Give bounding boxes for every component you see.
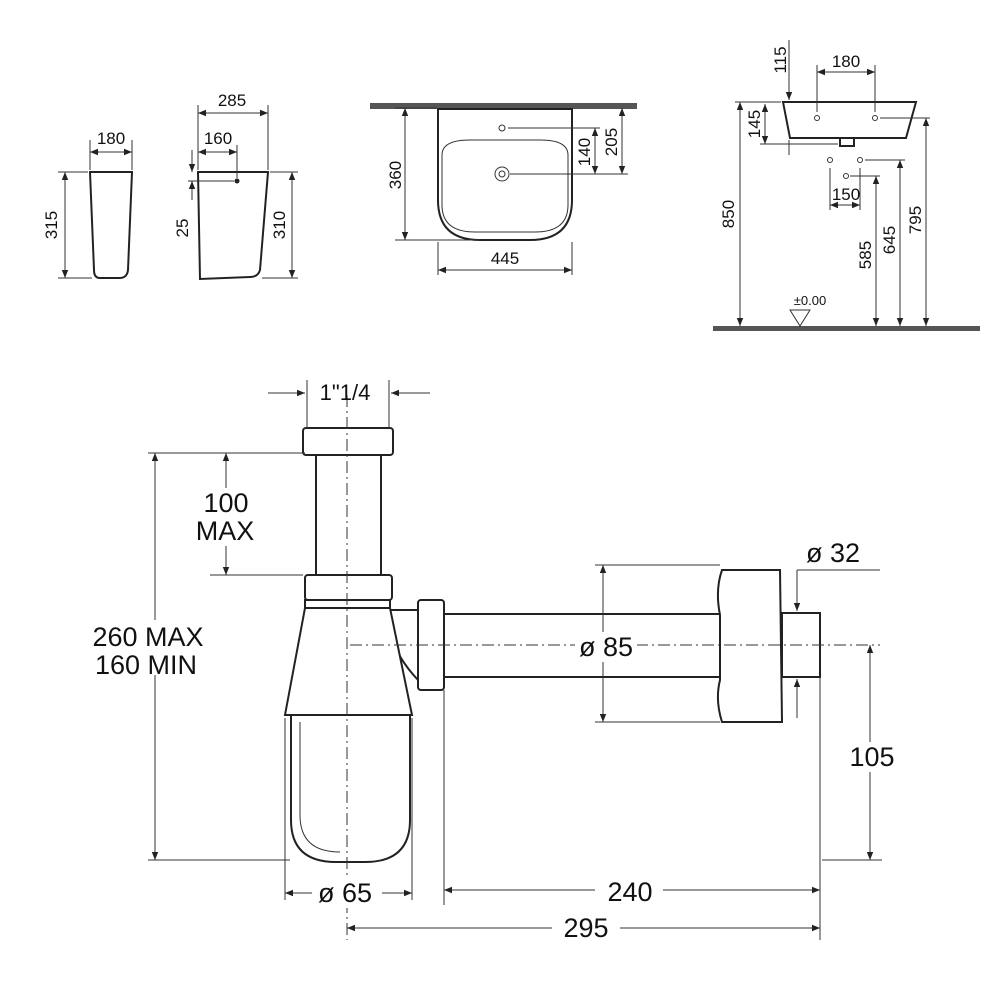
floor-level-label: ±0.00	[794, 293, 826, 308]
floor-level-icon	[789, 309, 811, 327]
dim-length-total: 295	[563, 913, 608, 943]
dim-height-min: 160 MIN	[95, 650, 197, 680]
pedestal-side-view: 285 160 25 310	[173, 91, 298, 281]
dim-drain-height: 585	[856, 241, 875, 269]
dim-thread: 1"1/4	[320, 380, 371, 405]
basin-top-view: 360 445 140 205	[370, 103, 637, 275]
dim-side-height: 310	[270, 211, 289, 239]
pedestal-front-view: 180 315	[42, 129, 134, 279]
dim-depth: 360	[386, 161, 405, 189]
dim-tap-spacing: 180	[832, 52, 860, 71]
dim-hole-offset: 160	[204, 129, 232, 148]
dim-width: 445	[491, 249, 519, 268]
dim-adjust: 100	[203, 488, 248, 518]
dim-outlet-height: 105	[849, 742, 894, 772]
dim-basin-height: 145	[745, 110, 764, 138]
dim-height-max: 260 MAX	[92, 622, 203, 652]
dim-hole-drop: 25	[173, 219, 192, 238]
basin-side-view: 850 115 180 145 150 585 645 795 ±0.00	[713, 40, 980, 331]
dim-rosette: ø 85	[579, 632, 633, 662]
dim-supply-spacing: 150	[832, 185, 860, 204]
dim-length-inner: 240	[607, 877, 652, 907]
dim-overflow-height: 795	[906, 206, 925, 234]
dim-width: 180	[97, 129, 125, 148]
dim-pipe: ø 32	[806, 538, 860, 568]
dim-supply-height: 645	[880, 226, 899, 254]
bottle-trap-drawing: 1"1/4 260 MAX 160 MIN 100 MAX ø 85 ø 32 …	[80, 380, 900, 943]
dim-height: 850	[719, 200, 738, 228]
dim-wall-drain: 205	[602, 128, 621, 156]
dim-tap-drain: 140	[575, 138, 594, 166]
dim-cup: ø 65	[318, 878, 372, 908]
dim-top-gap: 115	[771, 46, 790, 73]
dim-adjust-max: MAX	[196, 516, 255, 546]
dim-depth: 285	[218, 91, 246, 110]
dim-height: 315	[42, 211, 61, 239]
